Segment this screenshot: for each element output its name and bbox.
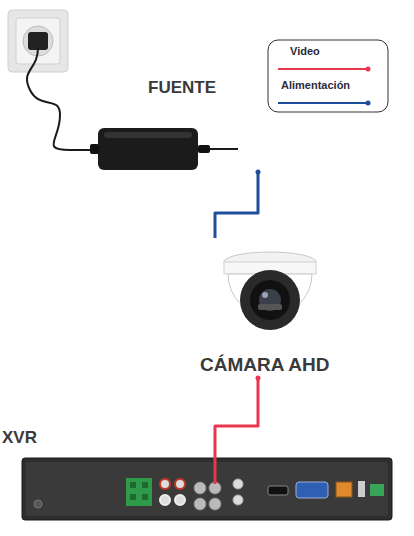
- legend-text: Video: [290, 45, 320, 57]
- video-stub: [214, 458, 217, 484]
- adapter-highlight: [104, 132, 192, 138]
- adapter-strain: [198, 145, 210, 153]
- legend-text: Alimentación: [281, 79, 350, 91]
- node-label: FUENTE: [148, 78, 216, 98]
- node-label: CÁMARA AHD: [200, 354, 329, 376]
- power-cord: [27, 48, 98, 150]
- ahd-camera: CÁMARA AHD: [196, 238, 344, 378]
- legend-box: [268, 40, 388, 112]
- wall-outlet: [8, 10, 68, 72]
- camera-dome: [224, 252, 316, 330]
- power-adapter: FUENTE: [98, 78, 238, 172]
- xvr-panel: [22, 458, 392, 520]
- plug: [28, 32, 48, 50]
- video-wire: [215, 378, 258, 458]
- power-wire: [215, 172, 258, 238]
- wire-joint: [256, 376, 261, 381]
- legend-sample: [278, 67, 371, 72]
- legend-sample: [278, 101, 371, 106]
- node-label: XVR: [2, 428, 37, 448]
- xvr-recorder: XVR: [22, 458, 392, 520]
- adapter-strain: [90, 144, 99, 154]
- dc-cable: [210, 148, 238, 150]
- wire-joint: [256, 170, 261, 175]
- outlet-plate: [16, 18, 60, 64]
- power-adapter: [98, 128, 198, 170]
